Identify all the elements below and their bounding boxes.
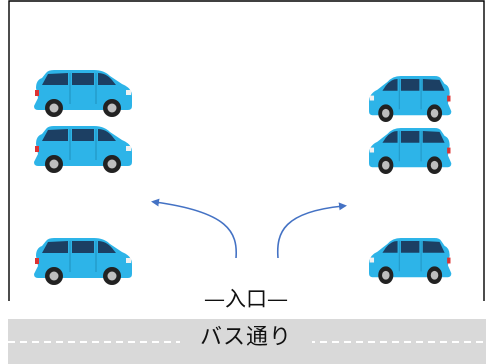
bus-road-label: バス通り [180,323,312,353]
curved-arrow-left [151,198,238,259]
curved-arrow-right [276,202,347,259]
lot-boundary [8,0,485,301]
entrance-label: —入口— [190,286,302,312]
